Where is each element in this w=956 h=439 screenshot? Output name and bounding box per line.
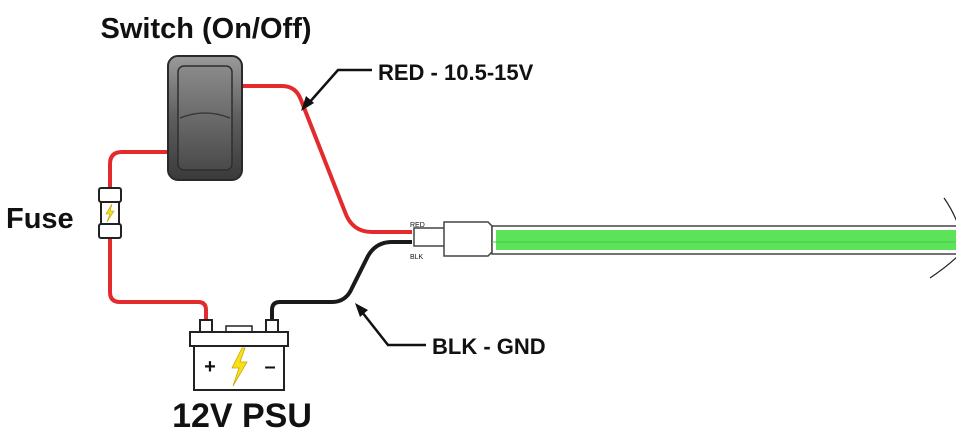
battery-plus: + xyxy=(204,356,216,378)
connector-blk-label: BLK xyxy=(410,254,424,261)
red-wire-to-strip xyxy=(240,84,412,234)
psu-battery: + – xyxy=(189,319,289,391)
red-leader-arrow xyxy=(301,96,314,111)
fuse xyxy=(98,187,122,239)
red-wire-switch-to-fuse xyxy=(108,150,170,190)
psu-label: 12V PSU xyxy=(172,397,312,435)
blk-leader-arrow xyxy=(355,303,368,317)
strip-connector: RED BLK xyxy=(410,221,493,261)
blk-wire-label: BLK - GND xyxy=(432,334,546,359)
rocker-switch[interactable] xyxy=(167,55,243,181)
led-strip xyxy=(491,197,956,279)
blk-label-leader xyxy=(361,311,426,347)
psu-bolt-icon xyxy=(231,347,248,387)
battery-minus: – xyxy=(264,356,275,378)
black-wire-gnd xyxy=(270,240,412,326)
fuse-bolt-icon xyxy=(105,203,115,223)
red-wire-fuse-to-psu xyxy=(108,238,208,326)
connector-red-label: RED xyxy=(410,222,425,229)
fuse-label: Fuse xyxy=(6,203,74,235)
red-wire-label: RED - 10.5-15V xyxy=(378,60,534,85)
red-label-leader xyxy=(307,68,372,105)
switch-label: Switch (On/Off) xyxy=(100,13,311,45)
